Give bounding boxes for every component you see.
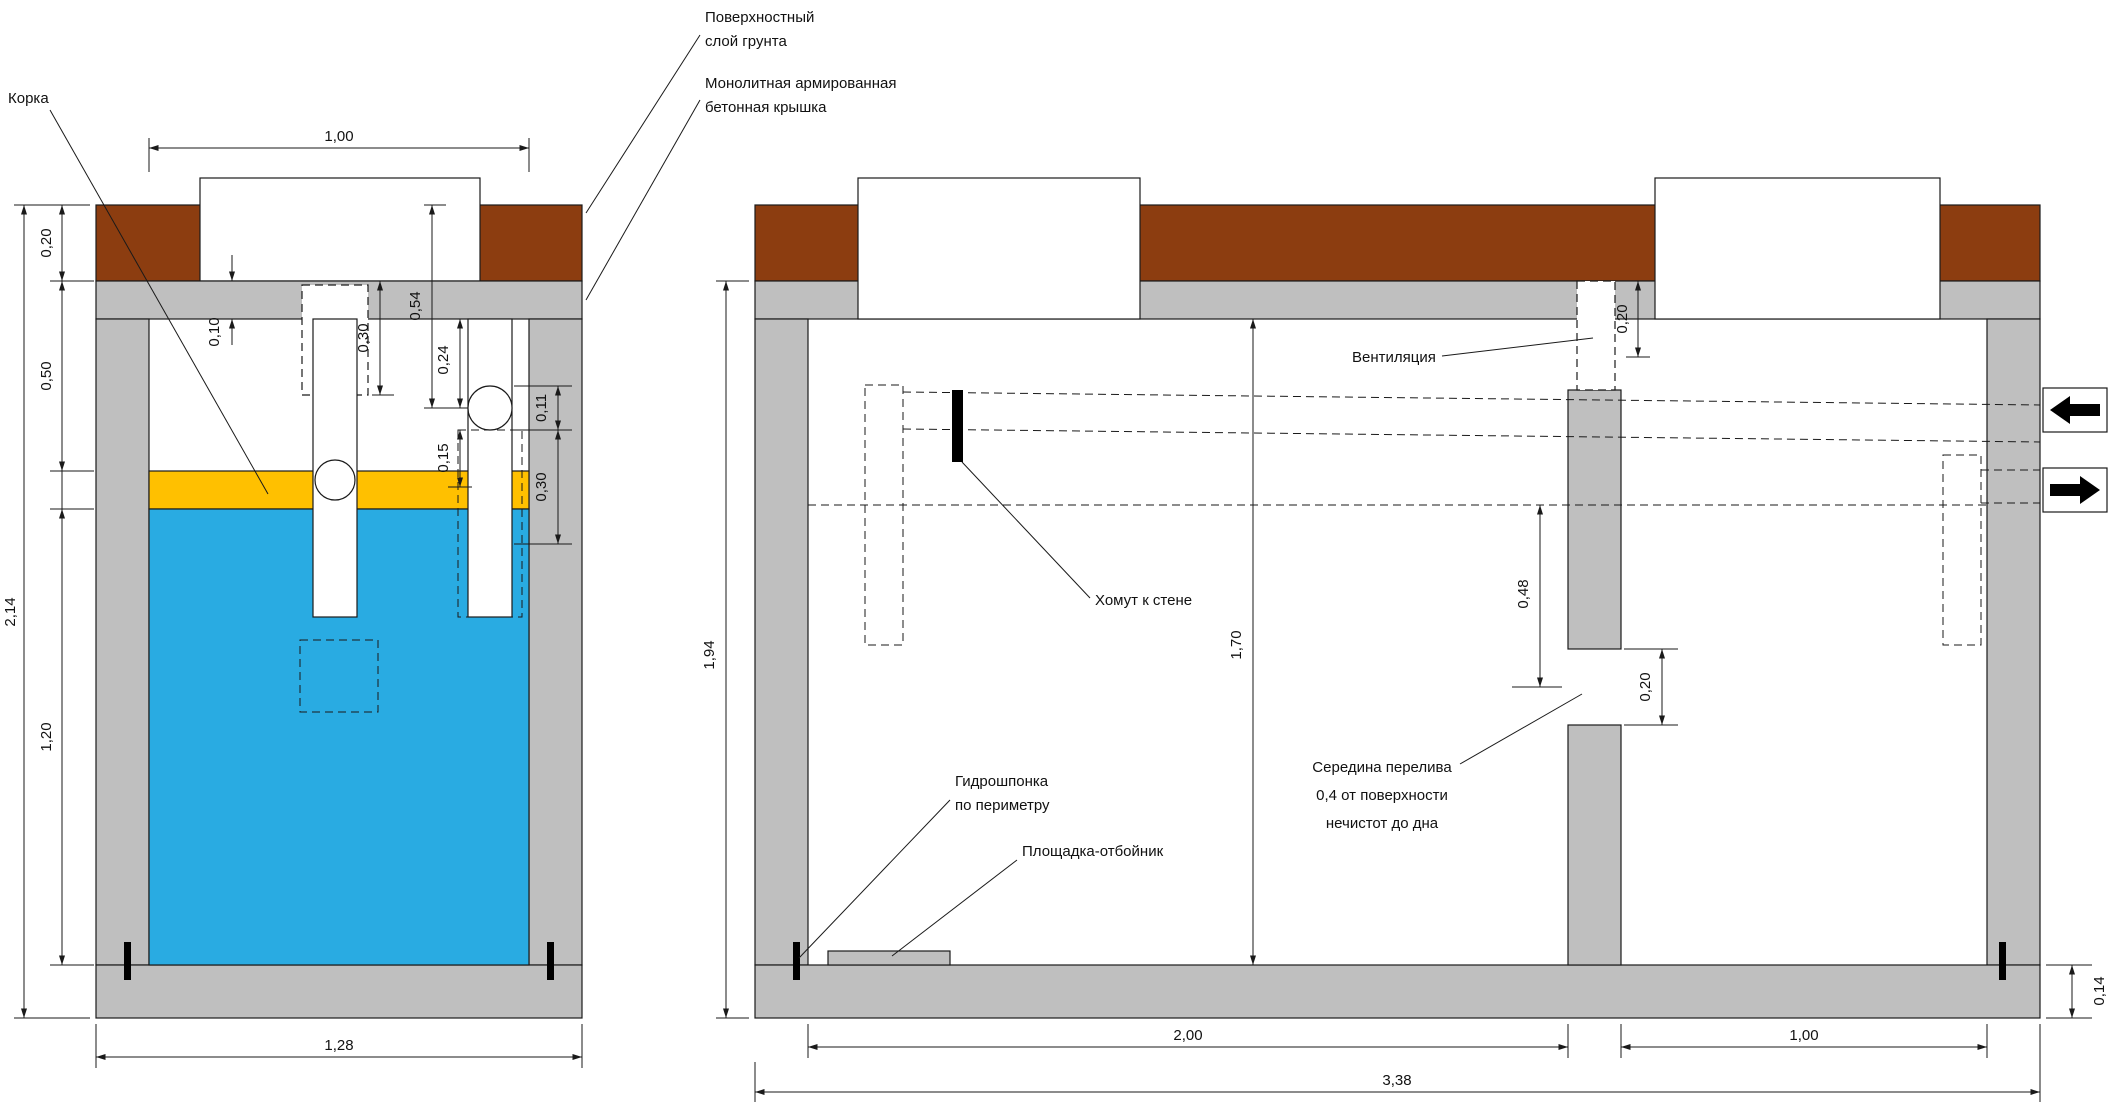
- dim-outlet-drop: 0,30: [514, 430, 572, 545]
- label-surface-soil: Поверхностный: [705, 9, 814, 26]
- dim-outer-width: 1,28: [95, 1024, 583, 1068]
- dim-label: 1,00: [324, 128, 353, 145]
- dim-label: 1,20: [38, 722, 55, 751]
- label-waterstop: Гидрошпонка: [955, 773, 1049, 790]
- left-wall: [95, 318, 150, 966]
- dim-total-width: 3,38: [754, 1024, 2041, 1102]
- callout-labels: Поверхностный слой грунта Монолитная арм…: [8, 9, 1594, 959]
- waterstop-tick: [1999, 942, 2006, 980]
- deflector-pad: [827, 950, 951, 966]
- dim-slab-thickness: 0,14: [2046, 964, 2108, 1019]
- dim-label: 1,70: [1228, 630, 1245, 659]
- dim-label: 1,94: [701, 640, 718, 669]
- dim-vent-offset: 0,20: [1614, 280, 1650, 358]
- floor-slab: [95, 964, 583, 1019]
- dim-label: 0,14: [2091, 976, 2108, 1005]
- label-surface-soil: слой грунта: [705, 33, 787, 50]
- label-overflow-note: 0,4 от поверхности: [1316, 787, 1448, 804]
- dim-label: 0,20: [1637, 672, 1654, 701]
- dim-label: 1,28: [324, 1037, 353, 1054]
- dim-label: 0,20: [1614, 304, 1631, 333]
- leader-line: [585, 99, 701, 301]
- dim-label: 3,38: [1382, 1072, 1411, 1089]
- hatch-neck-2: [1654, 177, 1941, 320]
- dim-pipe-diameter: 0,11: [514, 385, 572, 431]
- dim-label: 2,14: [2, 597, 19, 626]
- hatch-neck-1: [857, 177, 1141, 320]
- leader-line: [798, 799, 951, 959]
- vent-duct-hidden: [1576, 280, 1616, 391]
- pipe-section-low: [314, 459, 356, 501]
- label-overflow-note: нечистот до дна: [1326, 815, 1439, 832]
- leader-line: [585, 34, 701, 214]
- dim-label: 0,48: [1515, 579, 1532, 608]
- outflow-arrow-icon: [2050, 476, 2100, 504]
- dim-label: 0,20: [38, 228, 55, 257]
- dim-total-height: 1,94: [701, 280, 749, 1019]
- dim-label: 2,00: [1173, 1027, 1202, 1044]
- partition-upper: [1567, 389, 1622, 650]
- label-concrete-lid: бетонная крышка: [705, 99, 827, 116]
- dim-lid-to-pipe: 0,24: [435, 319, 463, 408]
- leader-line: [1441, 337, 1594, 357]
- label-wall-clamp: Хомут к стене: [1095, 592, 1192, 609]
- dim-inner-width: 1,00: [148, 128, 530, 172]
- left-view-cross-section: 1,00 2,14 0,20 0,50 1,20: [2, 128, 583, 1068]
- waterstop-tick: [793, 942, 800, 980]
- label-ventilation: Вентиляция: [1352, 349, 1436, 366]
- label-overflow-note: Середина перелива: [1312, 759, 1452, 776]
- dim-label: 0,24: [435, 345, 452, 374]
- leader-line: [1459, 693, 1583, 765]
- outlet-baffle: [467, 318, 513, 618]
- dim-drop-opening: 0,30: [355, 281, 394, 396]
- dim-label: 1,00: [1789, 1027, 1818, 1044]
- partition-lower: [1567, 724, 1622, 966]
- dim-label: 0,30: [355, 323, 372, 352]
- dim-label: 0,11: [533, 394, 550, 422]
- leader-line: [891, 859, 1018, 957]
- wall-clamp: [952, 390, 963, 462]
- inlet-drop-tee-hidden: [864, 384, 904, 646]
- dim-lid-thickness: 0,10: [206, 255, 235, 347]
- leader-line: [961, 461, 1091, 599]
- waterstop-tick: [547, 942, 554, 980]
- right-view-longitudinal-section: 1,94 1,70 0,20 0,48 0,20: [701, 177, 2108, 1102]
- left-wall: [754, 318, 809, 966]
- dim-label: 0,50: [38, 361, 55, 390]
- dim-overflow-gap: 0,20: [1624, 648, 1678, 726]
- label-concrete-lid: Монолитная армированная: [705, 75, 896, 92]
- leader-line: [49, 109, 269, 495]
- waterstop-tick: [124, 942, 131, 980]
- label-crust: Корка: [8, 90, 49, 107]
- dim-inner-height: 1,70: [1228, 319, 1256, 965]
- dim-label: 0,15: [435, 443, 452, 472]
- floor-slab: [754, 964, 2041, 1019]
- sump-hidden-outline: [299, 639, 379, 713]
- dim-chamber-widths: 2,00 1,00: [807, 1024, 1988, 1058]
- hatch-neck: [199, 177, 481, 282]
- right-wall: [1986, 318, 2041, 966]
- pipe-section-high: [467, 385, 513, 431]
- dim-label: 0,10: [206, 317, 223, 346]
- dim-chain-left: 0,20 0,50 1,20: [38, 205, 94, 966]
- dim-label: 0,54: [407, 291, 424, 320]
- outlet-tee-hidden: [1942, 454, 1982, 646]
- dim-overflow-mid-depth: 0,48: [1512, 505, 1562, 688]
- label-waterstop: по периметру: [955, 797, 1050, 814]
- inlet-pipe-hidden-top: [902, 391, 2041, 406]
- dim-surface-to-pipe: 0,54: [407, 204, 468, 409]
- inflow-arrow-icon: [2050, 396, 2100, 424]
- dim-pipe-to-crust: 0,15: [435, 430, 472, 488]
- dim-total-height: 2,14: [2, 204, 90, 1019]
- dim-label: 0,30: [533, 472, 550, 501]
- inlet-pipe-hidden-bottom: [902, 428, 2041, 443]
- label-deflector-pad: Площадка-отбойник: [1022, 843, 1164, 860]
